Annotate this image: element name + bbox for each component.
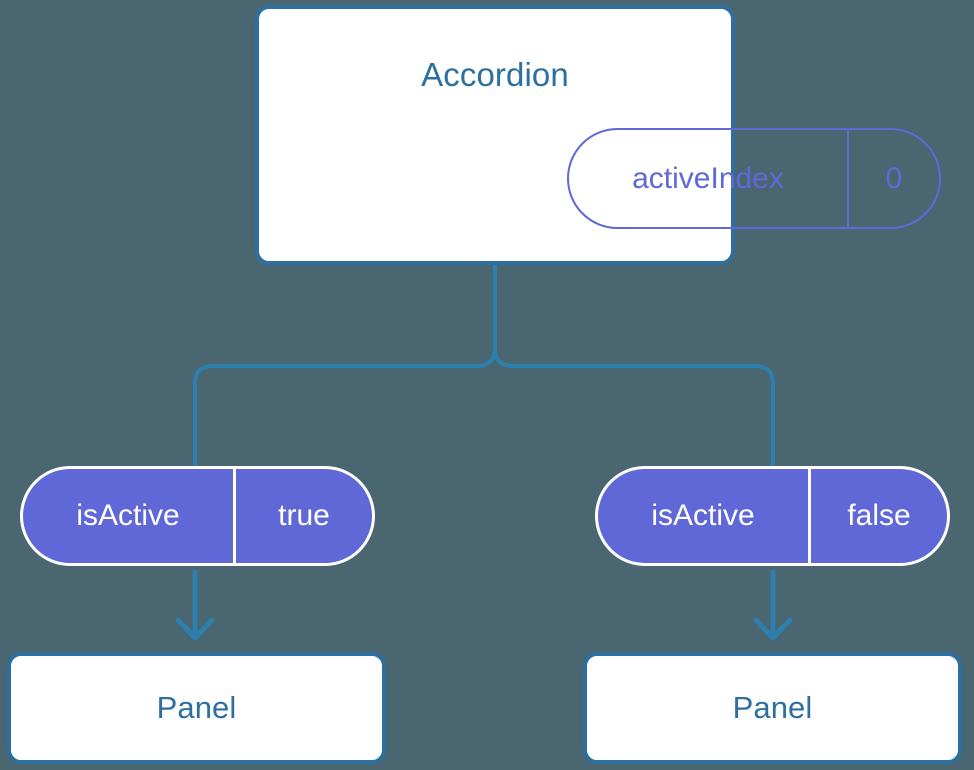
arrow-down-icon-left [175, 617, 215, 641]
connector-branch-left [193, 346, 497, 468]
node-panel-right-title: Panel [732, 690, 813, 725]
prop-pill-is-active-true-value: true [278, 499, 330, 532]
arrow-down-icon-right [753, 617, 793, 641]
prop-pill-is-active-false[interactable]: isActive false [595, 466, 950, 566]
prop-pill-is-active-false-key: isActive [598, 469, 811, 563]
prop-pill-is-active-true[interactable]: isActive true [20, 466, 375, 566]
node-panel-left-title: Panel [156, 690, 237, 725]
node-panel-right[interactable]: Panel [583, 652, 962, 764]
node-accordion-title: Accordion [421, 56, 569, 93]
prop-pill-active-index-value: 0 [885, 161, 903, 195]
node-accordion[interactable]: Accordion activeIndex 0 [255, 5, 941, 265]
node-panel-left[interactable]: Panel [7, 652, 386, 764]
prop-pill-active-index[interactable]: activeIndex 0 [567, 128, 941, 229]
prop-pill-active-index-key: activeIndex [569, 130, 849, 227]
prop-pill-is-active-false-value: false [847, 499, 911, 532]
prop-pill-is-active-true-key: isActive [23, 469, 236, 563]
connector-branch-right [493, 346, 775, 468]
